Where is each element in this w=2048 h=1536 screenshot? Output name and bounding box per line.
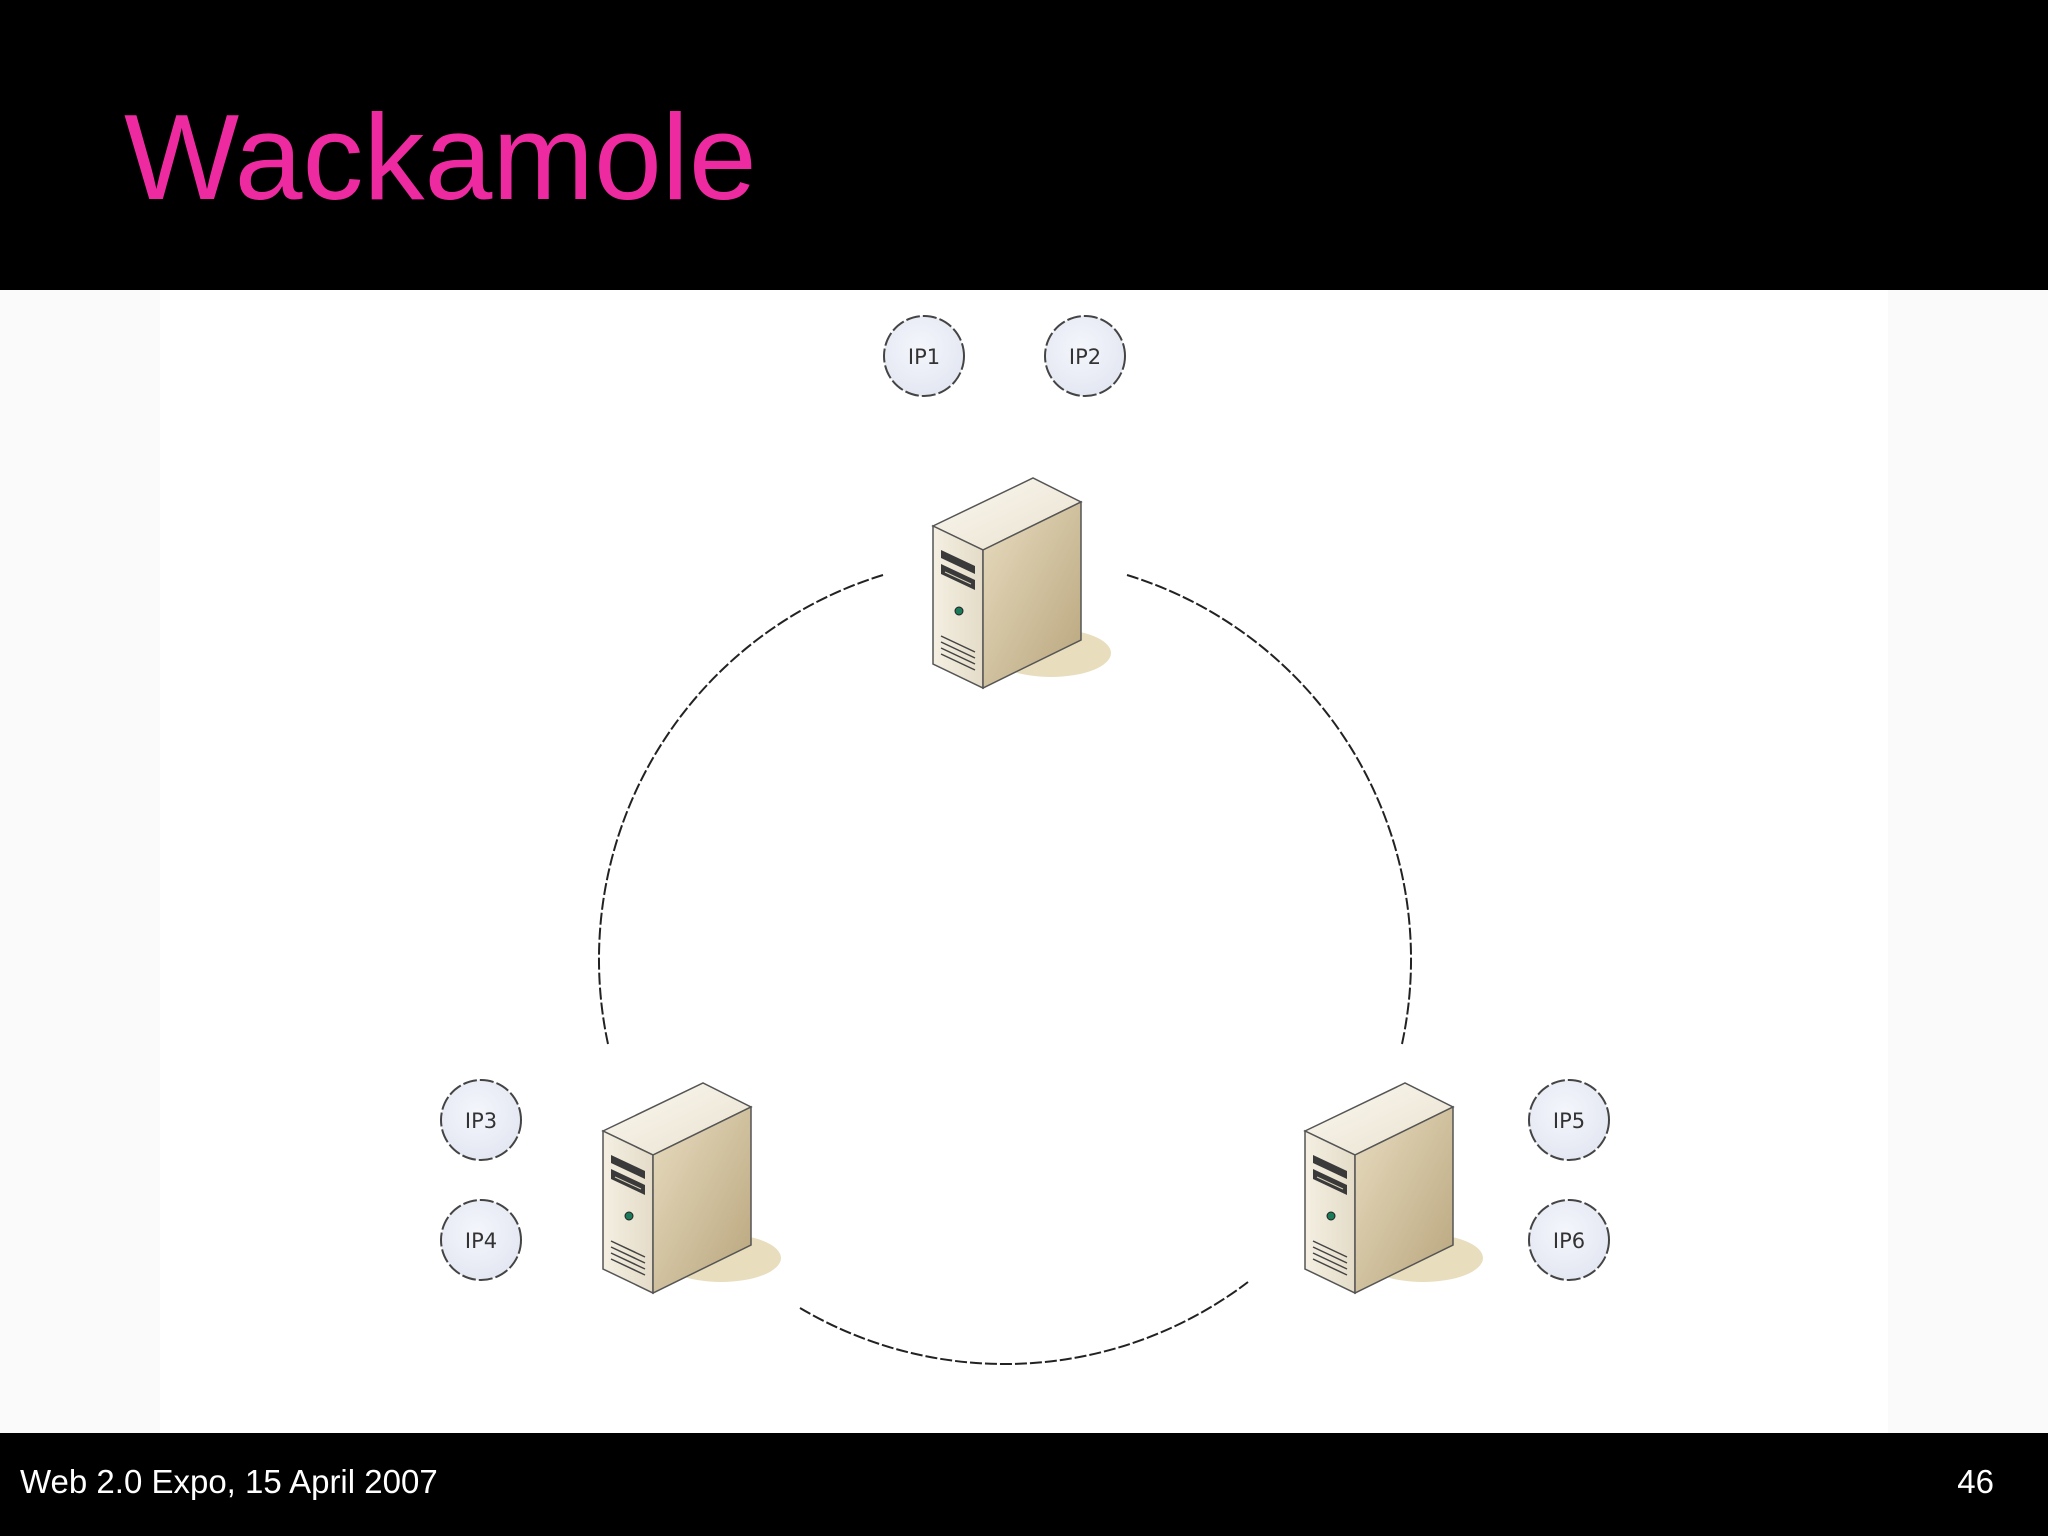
wackamole-diagram: IP1 IP2 IP3 IP4 IP5 IP6 [440, 315, 1610, 1366]
server-bottom-left [602, 1082, 782, 1294]
slide-footer: Web 2.0 Expo, 15 April 2007 46 [0, 1433, 2048, 1536]
slide-content: IP1 IP2 IP3 IP4 IP5 IP6 [0, 290, 2048, 1433]
ip-label: IP3 [465, 1109, 497, 1133]
content-margin-left [0, 290, 160, 1433]
ip-label: IP1 [908, 345, 940, 369]
ip-node-ip4: IP4 [440, 1199, 522, 1281]
ip-node-ip5: IP5 [1528, 1079, 1610, 1161]
server-top [932, 477, 1112, 689]
server-tower-icon [932, 477, 1112, 689]
server-tower-icon [602, 1082, 782, 1294]
ring-arc-left [597, 574, 884, 1045]
title-bar: Wackamole [0, 0, 2048, 290]
ring-arc-right [1126, 574, 1413, 1045]
ip-node-ip6: IP6 [1528, 1199, 1610, 1281]
slide-title: Wackamole [124, 89, 757, 225]
ring-arc-bottom [799, 1281, 1249, 1366]
ip-node-ip2: IP2 [1044, 315, 1126, 397]
ip-label: IP6 [1553, 1229, 1585, 1253]
server-tower-icon [1304, 1082, 1484, 1294]
ip-label: IP5 [1553, 1109, 1585, 1133]
page-number: 46 [1957, 1463, 1994, 1500]
server-bottom-right [1304, 1082, 1484, 1294]
ip-node-ip1: IP1 [883, 315, 965, 397]
footer-text: Web 2.0 Expo, 15 April 2007 [20, 1463, 438, 1500]
content-margin-right [1888, 290, 2048, 1433]
ip-label: IP2 [1069, 345, 1101, 369]
ip-node-ip3: IP3 [440, 1079, 522, 1161]
ip-label: IP4 [465, 1229, 497, 1253]
network-ring [597, 574, 1413, 1366]
